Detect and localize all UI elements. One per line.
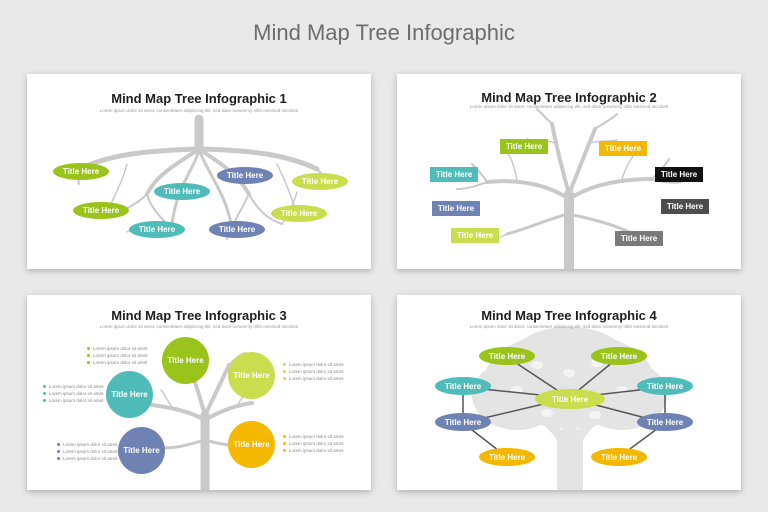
- node-3: Title Here: [430, 167, 478, 182]
- node-7: Title Here: [451, 228, 499, 243]
- slide-1[interactable]: Mind Map Tree Infographic 1 Lorem ipsum …: [27, 74, 371, 269]
- slide-title: Mind Map Tree Infographic 2: [481, 90, 657, 105]
- slide-title: Mind Map Tree Infographic 1: [111, 91, 287, 106]
- node-1: Title Here: [500, 139, 548, 154]
- node-5: Title Here: [435, 413, 491, 431]
- node-8: Title Here: [615, 231, 663, 246]
- node-6: Title Here: [637, 413, 693, 431]
- node-2: Title Here: [73, 202, 129, 219]
- node-8: Title Here: [271, 205, 327, 222]
- node-center: Title Here: [535, 389, 605, 409]
- node-2: Title Here: [599, 141, 647, 156]
- slide-2[interactable]: Mind Map Tree Infographic 2 Lorem ipsum …: [397, 74, 741, 269]
- node-7: Title Here: [292, 173, 348, 190]
- node-5: Title Here: [432, 201, 480, 216]
- node-1: Title Here: [479, 347, 535, 365]
- node-4: Title Here: [655, 167, 703, 182]
- tree-illustration: [456, 108, 683, 269]
- slide-title: Mind Map Tree Infographic 3: [111, 308, 287, 323]
- node-1: Title Here: [53, 163, 109, 180]
- slide-subtitle: Lorem ipsum dolor sit amet, consectetuer…: [469, 104, 669, 109]
- bullet-list-2: Lorem ipsum dolor sit amet. Lorem ipsum …: [283, 361, 345, 382]
- bullet-list-4: Lorem ipsum dolor sit amet. Lorem ipsum …: [57, 441, 119, 462]
- node-1: Title Here: [162, 337, 209, 384]
- node-7: Title Here: [479, 448, 535, 466]
- node-6: Title Here: [209, 221, 265, 238]
- node-2: Title Here: [228, 352, 275, 399]
- node-4: Title Here: [129, 221, 185, 238]
- node-8: Title Here: [591, 448, 647, 466]
- node-5: Title Here: [217, 167, 273, 184]
- node-3: Title Here: [154, 183, 210, 200]
- bullet-list-5: Lorem ipsum dolor sit amet. Lorem ipsum …: [283, 433, 345, 454]
- slide-subtitle: Lorem ipsum dolor sit amet, consectetuer…: [469, 324, 669, 329]
- slide-subtitle: Lorem ipsum dolor sit amet, consectetuer…: [99, 324, 299, 329]
- slide-4[interactable]: Mind Map Tree Infographic 4 Lorem ipsum …: [397, 295, 741, 490]
- node-5: Title Here: [228, 421, 275, 468]
- bullet-list-1: Lorem ipsum dolor sit amet. Lorem ipsum …: [87, 345, 149, 366]
- slide-title: Mind Map Tree Infographic 4: [481, 308, 657, 323]
- node-3: Title Here: [435, 377, 491, 395]
- page-title: Mind Map Tree Infographic: [253, 20, 515, 45]
- node-4: Title Here: [637, 377, 693, 395]
- slide-subtitle: Lorem ipsum dolor sit amet, consectetuer…: [99, 108, 299, 113]
- node-3: Title Here: [106, 371, 153, 418]
- node-6: Title Here: [661, 199, 709, 214]
- bullet-list-3: Lorem ipsum dolor sit amet. Lorem ipsum …: [43, 383, 105, 404]
- node-4: Title Here: [118, 427, 165, 474]
- slide-3[interactable]: Mind Map Tree Infographic 3 Lorem ipsum …: [27, 295, 371, 490]
- node-2: Title Here: [591, 347, 647, 365]
